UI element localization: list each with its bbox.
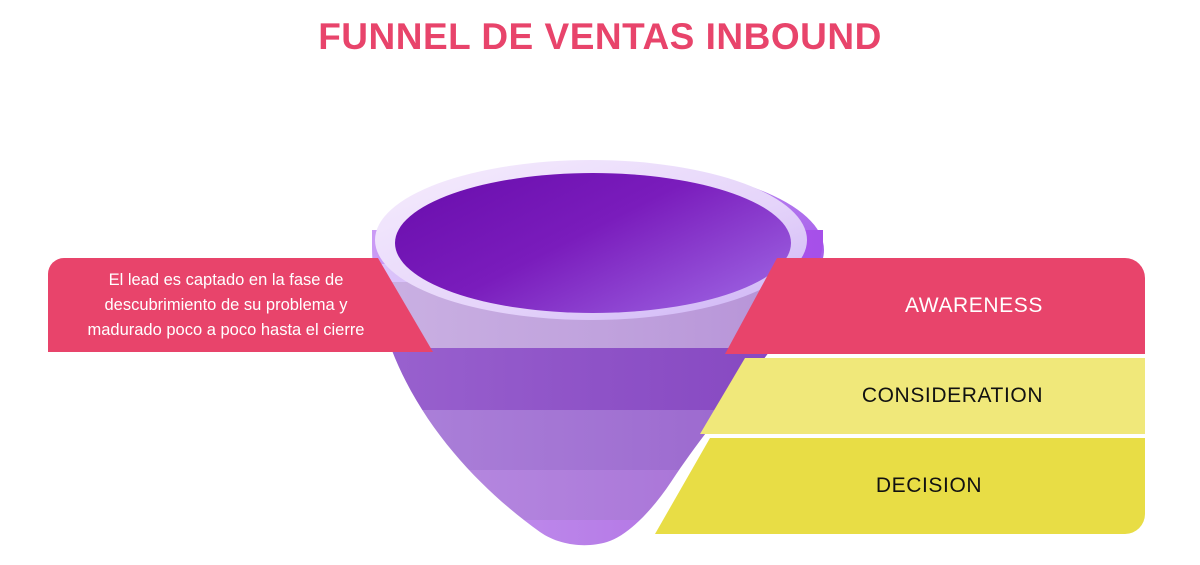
stage-bar-consideration-label: CONSIDERATION <box>861 384 1044 407</box>
sales-funnel-graphic <box>372 160 824 546</box>
callout-text: El lead es captado en la fase de descubr… <box>87 271 365 339</box>
stage-bar-decision-label: DECISION <box>875 474 983 497</box>
funnel-interior <box>395 173 791 313</box>
stage-bar-consideration-shape <box>700 358 1145 434</box>
stage-bar-awareness[interactable]: AWARENESS <box>725 258 1145 354</box>
stage-bar-consideration[interactable]: CONSIDERATION <box>700 358 1145 434</box>
stage-bar-awareness-shape <box>725 258 1145 354</box>
page-title: FUNNEL DE VENTAS INBOUND <box>318 16 882 57</box>
stage-bar-decision-shape <box>655 438 1145 534</box>
callout-box: El lead es captado en la fase de descubr… <box>48 258 433 352</box>
stage-bar-awareness-label: AWARENESS <box>904 294 1044 317</box>
stage-bar-decision[interactable]: DECISION <box>655 438 1145 534</box>
callout-shape <box>48 258 433 352</box>
